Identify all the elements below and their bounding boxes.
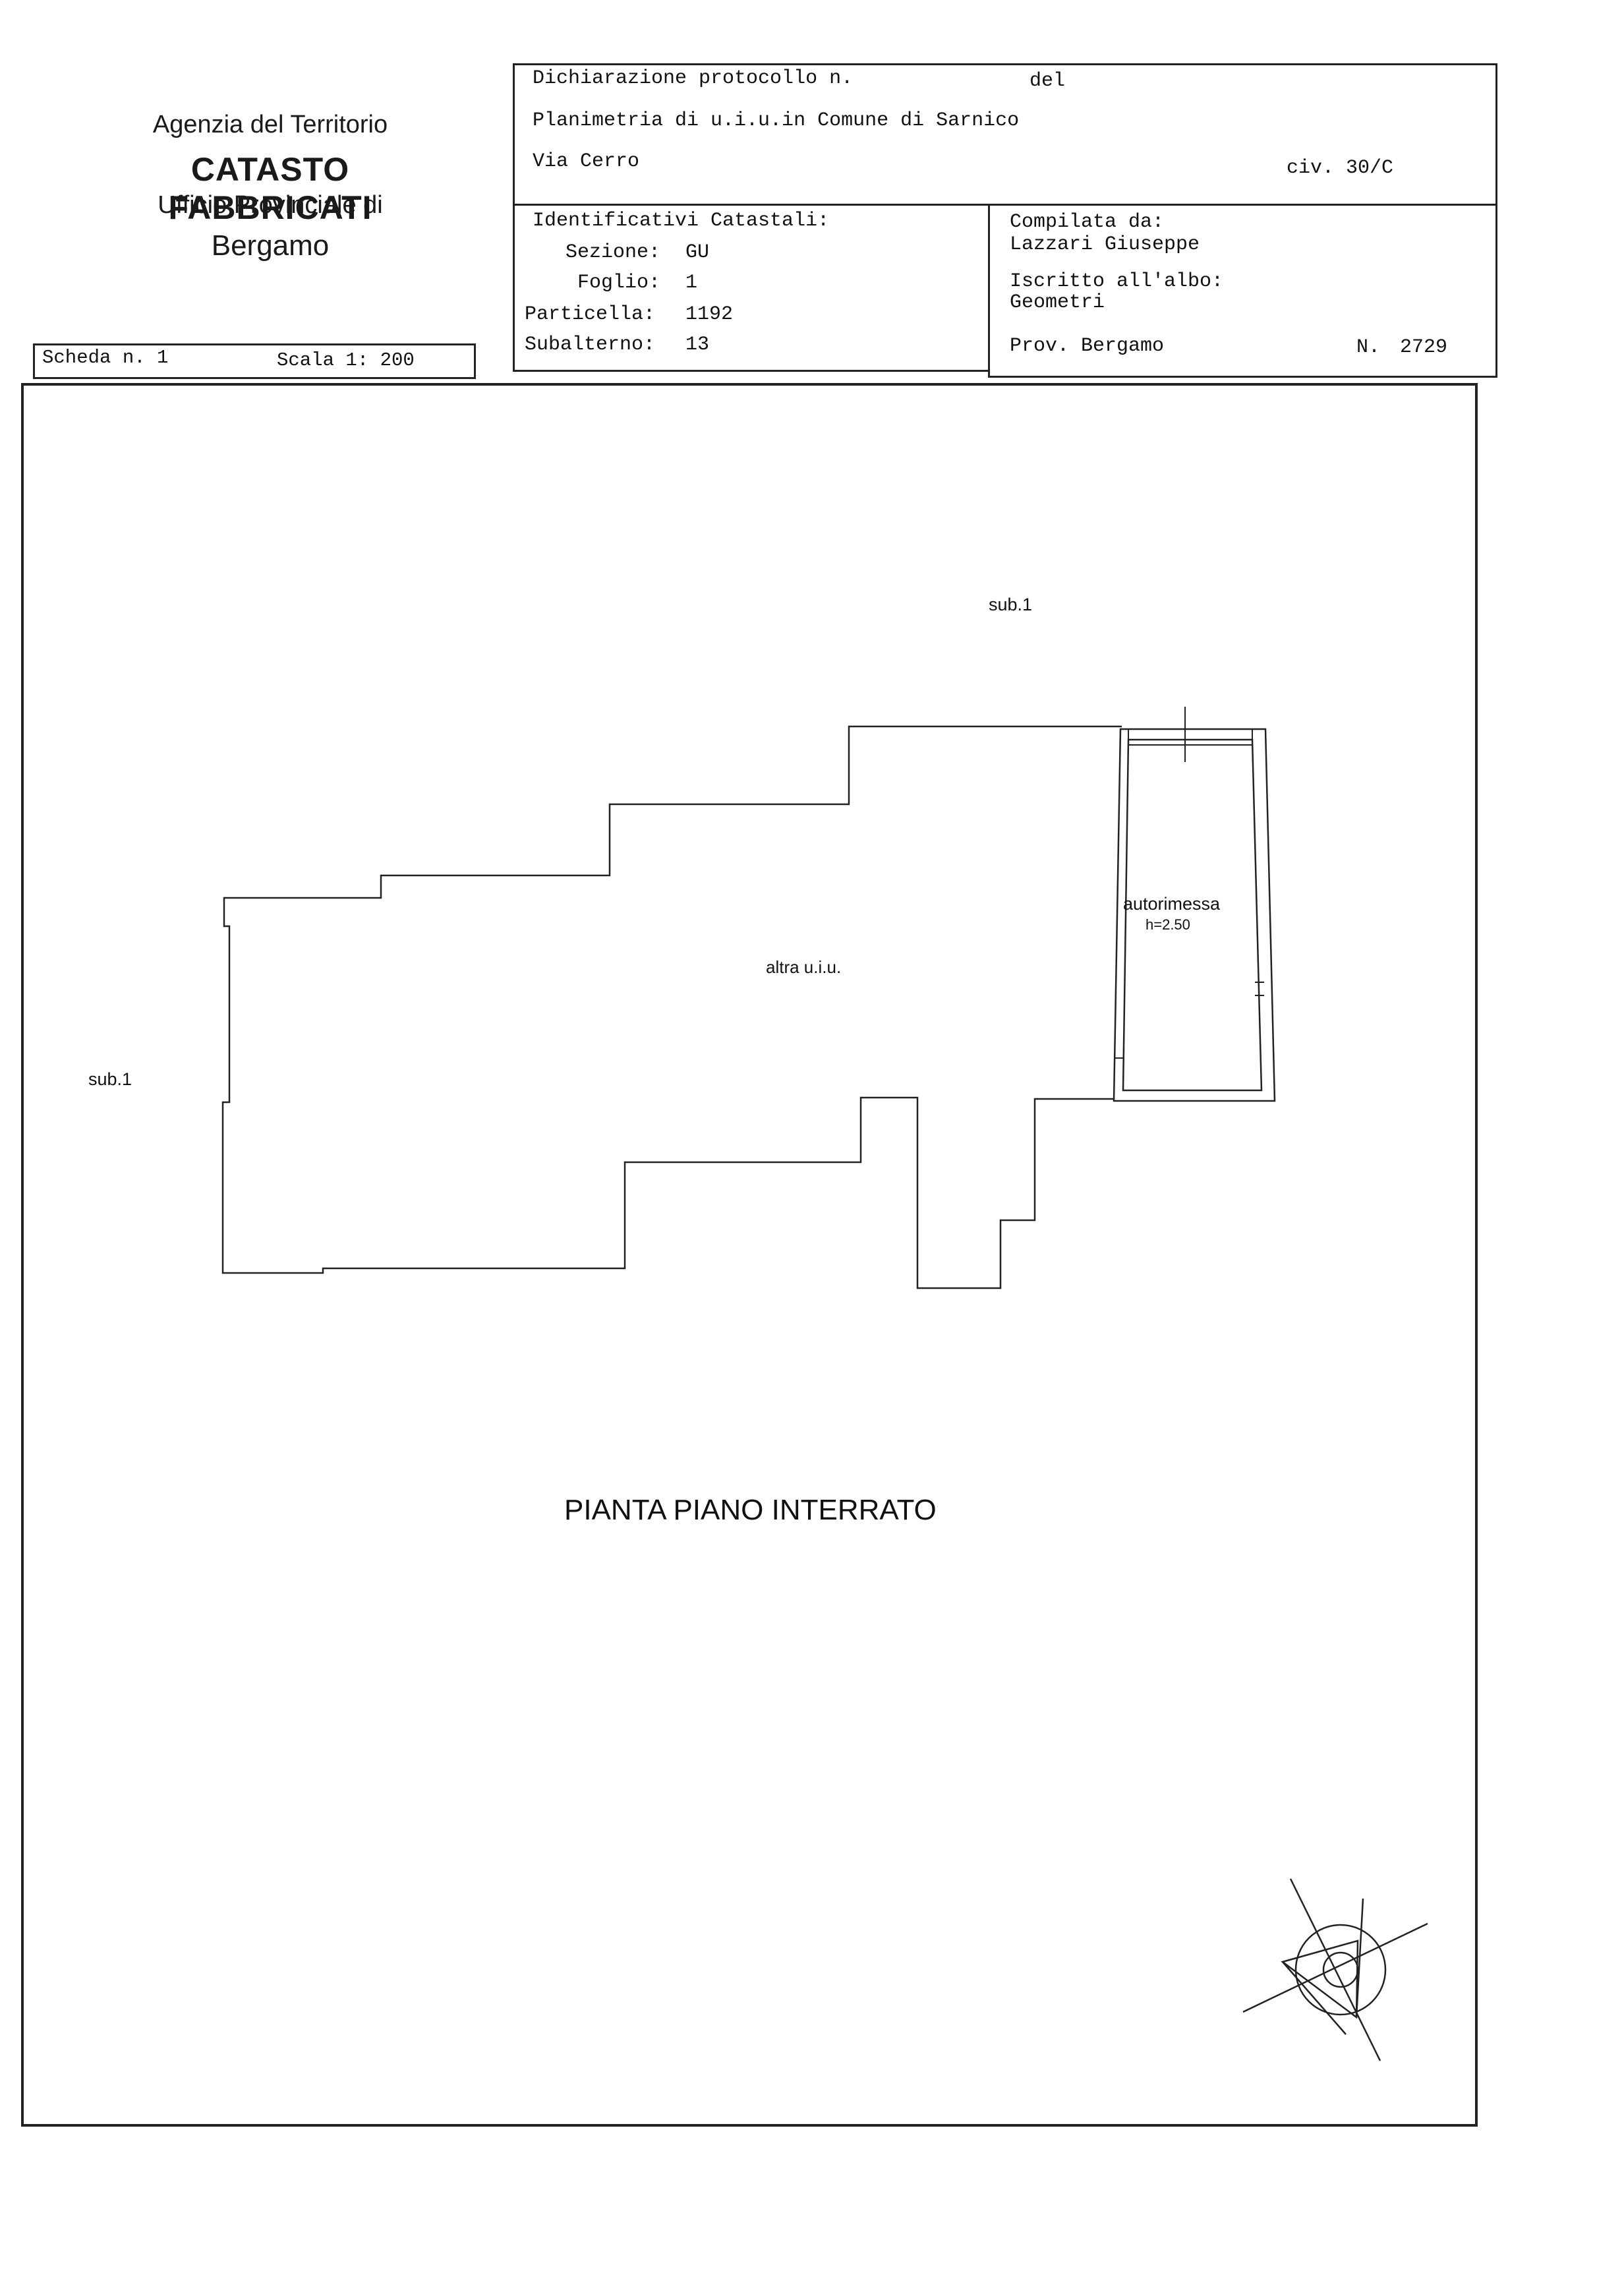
provincia-value: Prov. Bergamo — [1010, 335, 1165, 357]
planimetria-label: Planimetria di u.i.u.in Comune di Sarnic… — [533, 109, 1020, 132]
via-label: Via Cerro — [533, 150, 640, 173]
identificativi-title: Identificativi Catastali: — [533, 210, 830, 232]
agency-name: Agenzia del Territorio — [152, 111, 388, 138]
ufficio-label: Ufficio Provinciale di — [158, 191, 383, 219]
garage-label: autorimessa — [1123, 894, 1221, 914]
compilata-name: Lazzari Giuseppe — [1010, 233, 1200, 256]
albo-value: Geometri — [1010, 291, 1105, 314]
sub-label-top: sub.1 — [989, 595, 1033, 614]
scala-label: Scala 1: 200 — [277, 349, 415, 371]
garage-height-label: h=2.50 — [1146, 916, 1190, 933]
particella-label: Particella: — [525, 303, 656, 326]
iscritto-label: Iscritto all'albo: — [1010, 270, 1224, 293]
numero-label: N. — [1356, 336, 1381, 359]
particella-value: 1192 — [685, 303, 734, 326]
drawing-frame — [21, 383, 1478, 2127]
compilata-label: Compilata da: — [1010, 211, 1165, 233]
scheda-box — [33, 343, 476, 379]
civico-label: civ. 30/C — [1287, 157, 1394, 179]
altra-uiu-outline — [221, 725, 1122, 1289]
plan-title: PIANTA PIANO INTERRATO — [564, 1494, 937, 1526]
dichiarazione-label: Dichiarazione protocollo n. — [533, 67, 854, 90]
sub-label-left: sub.1 — [88, 1069, 132, 1089]
garage-outer-wall — [1113, 728, 1276, 1102]
provincia-name: Bergamo — [211, 229, 330, 262]
subalterno-label: Subalterno: — [525, 334, 656, 356]
foglio-label: Foglio: — [577, 272, 661, 294]
altra-uiu-label: altra u.i.u. — [766, 957, 842, 977]
numero-value: 2729 — [1400, 336, 1448, 359]
scheda-label: Scheda n. 1 — [42, 347, 169, 369]
foglio-value: 1 — [685, 272, 698, 294]
catasto-title: CATASTO FABBRICATI — [168, 151, 372, 226]
north-arrow-icon — [1242, 1878, 1428, 2061]
compilata-box — [988, 204, 1497, 378]
garage-inner-wall — [1122, 738, 1263, 1092]
subalterno-value: 13 — [685, 334, 710, 356]
del-label: del — [1030, 70, 1066, 92]
sezione-label: Sezione: — [566, 241, 661, 264]
sezione-value: GU — [685, 241, 710, 264]
